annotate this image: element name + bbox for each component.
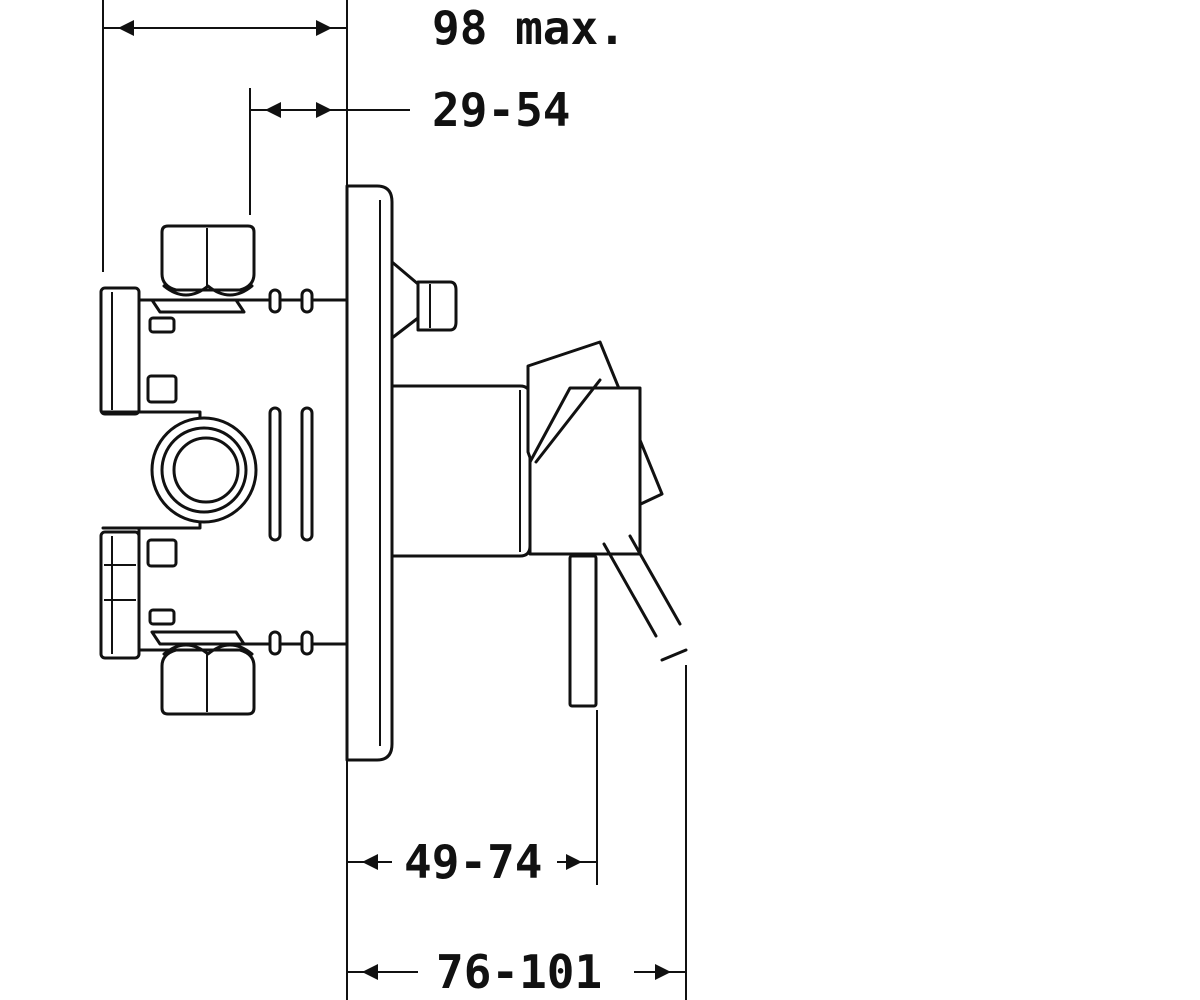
- dimension-label-wall: 29-54: [432, 83, 570, 137]
- screw-hole-icon: [146, 538, 178, 568]
- dimension-29-54: 29-54: [250, 83, 570, 137]
- dimension-label-spout: 76-101: [436, 945, 602, 999]
- break-marks: [238, 288, 349, 656]
- lever-handle-icon: [526, 340, 688, 708]
- cover-plate: [345, 184, 394, 762]
- screw-hole-icon: [146, 374, 178, 404]
- diverter-knob-icon: [390, 260, 458, 340]
- dimension-label-lever: 49-74: [404, 835, 542, 889]
- screw-hole-icon: [148, 608, 176, 626]
- dimension-49-74: 49-74: [347, 835, 597, 889]
- top-hex-nut-icon: [150, 224, 256, 314]
- concealed-body: [99, 286, 262, 660]
- mixer-body: [390, 384, 532, 558]
- dimension-label-overall: 98 max.: [432, 1, 626, 55]
- bottom-hex-nut-icon: [150, 630, 256, 716]
- screw-hole-icon: [148, 316, 176, 334]
- dimension-98max: 98 max.: [103, 1, 626, 55]
- dimension-76-101: 76-101: [347, 945, 686, 999]
- outlet-nut-icon: [150, 416, 258, 524]
